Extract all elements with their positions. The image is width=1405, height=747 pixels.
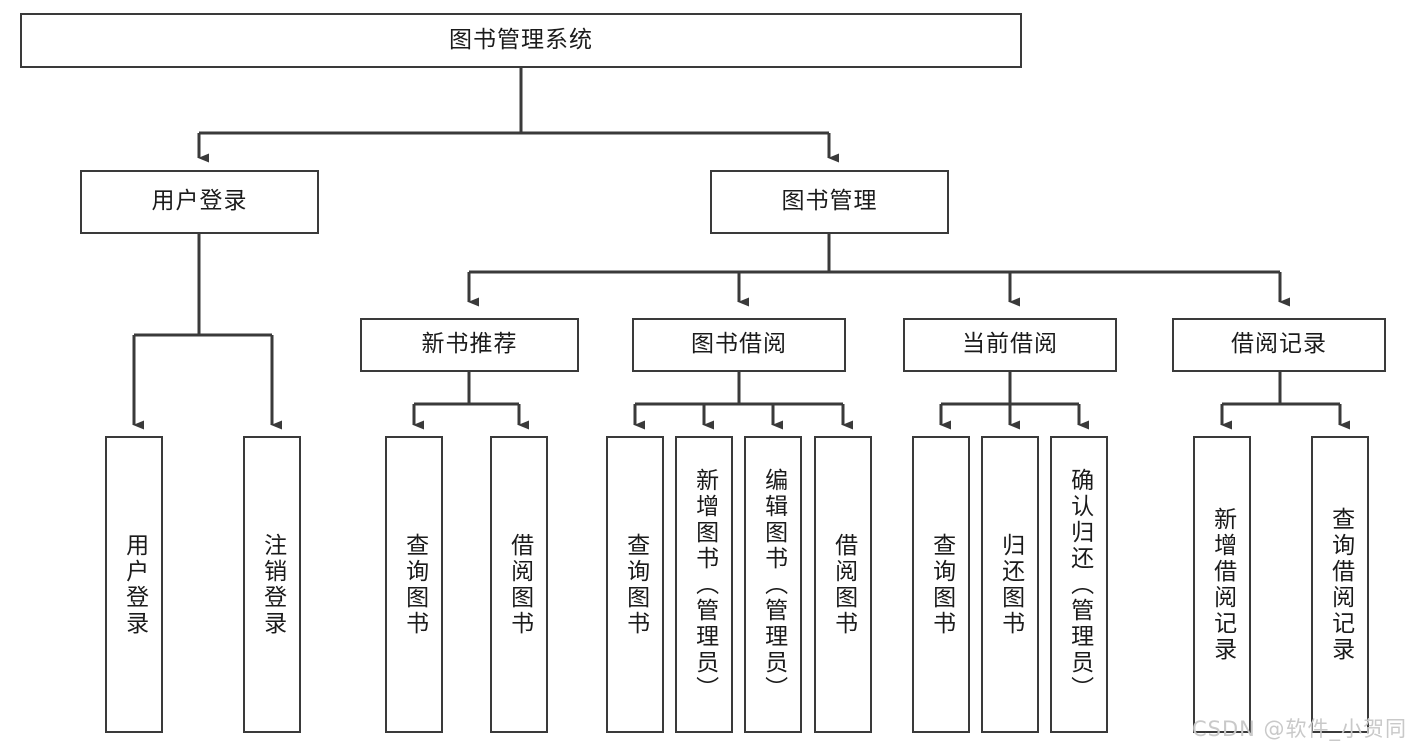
leaf-label: 编辑图书（管理员） (760, 467, 787, 702)
node-user-login[interactable]: 用户登录 (80, 170, 319, 234)
node-current-borrow[interactable]: 当前借阅 (903, 318, 1117, 372)
leaf-current-borrow-confirm[interactable]: 确认归还（管理员） (1050, 436, 1108, 733)
csdn-watermark: CSDN @软件_小贺同学 (1192, 717, 1405, 741)
node-current-borrow-label: 当前借阅 (962, 331, 1058, 358)
node-borrow-record[interactable]: 借阅记录 (1172, 318, 1386, 372)
leaf-label: 借阅图书 (506, 532, 533, 637)
leaf-label: 归还图书 (997, 532, 1024, 637)
node-new-book-recommend[interactable]: 新书推荐 (360, 318, 579, 372)
leaf-label: 新增图书（管理员） (691, 467, 718, 702)
leaf-label: 用户登录 (121, 532, 148, 637)
leaf-new-book-query[interactable]: 查询图书 (385, 436, 443, 733)
node-borrow-record-label: 借阅记录 (1231, 331, 1327, 358)
leaf-new-book-borrow[interactable]: 借阅图书 (490, 436, 548, 733)
node-book-management[interactable]: 图书管理 (710, 170, 949, 234)
node-book-borrow[interactable]: 图书借阅 (632, 318, 846, 372)
leaf-borrow-record-query[interactable]: 查询借阅记录 (1311, 436, 1369, 733)
leaf-user-login-signout[interactable]: 注销登录 (243, 436, 301, 733)
leaf-book-borrow-query[interactable]: 查询图书 (606, 436, 664, 733)
node-book-borrow-label: 图书借阅 (691, 331, 787, 358)
leaf-label: 确认归还（管理员） (1066, 467, 1093, 702)
node-root[interactable]: 图书管理系统 (20, 13, 1022, 68)
leaf-book-borrow-edit[interactable]: 编辑图书（管理员） (744, 436, 802, 733)
leaf-label: 查询图书 (928, 532, 955, 637)
leaf-label: 新增借阅记录 (1209, 506, 1236, 663)
leaf-current-borrow-query[interactable]: 查询图书 (912, 436, 970, 733)
leaf-user-login-signin[interactable]: 用户登录 (105, 436, 163, 733)
leaf-label: 查询图书 (401, 532, 428, 637)
leaf-label: 注销登录 (259, 532, 286, 637)
leaf-book-borrow-borrow[interactable]: 借阅图书 (814, 436, 872, 733)
leaf-label: 借阅图书 (830, 532, 857, 637)
leaf-label: 查询借阅记录 (1327, 506, 1354, 663)
leaf-label: 查询图书 (622, 532, 649, 637)
leaf-borrow-record-add[interactable]: 新增借阅记录 (1193, 436, 1251, 733)
node-new-book-recommend-label: 新书推荐 (421, 331, 518, 358)
node-book-management-label: 图书管理 (781, 188, 878, 215)
leaf-book-borrow-add[interactable]: 新增图书（管理员） (675, 436, 733, 733)
node-user-login-label: 用户登录 (151, 188, 248, 215)
leaf-current-borrow-return[interactable]: 归还图书 (981, 436, 1039, 733)
node-root-label: 图书管理系统 (449, 26, 593, 53)
